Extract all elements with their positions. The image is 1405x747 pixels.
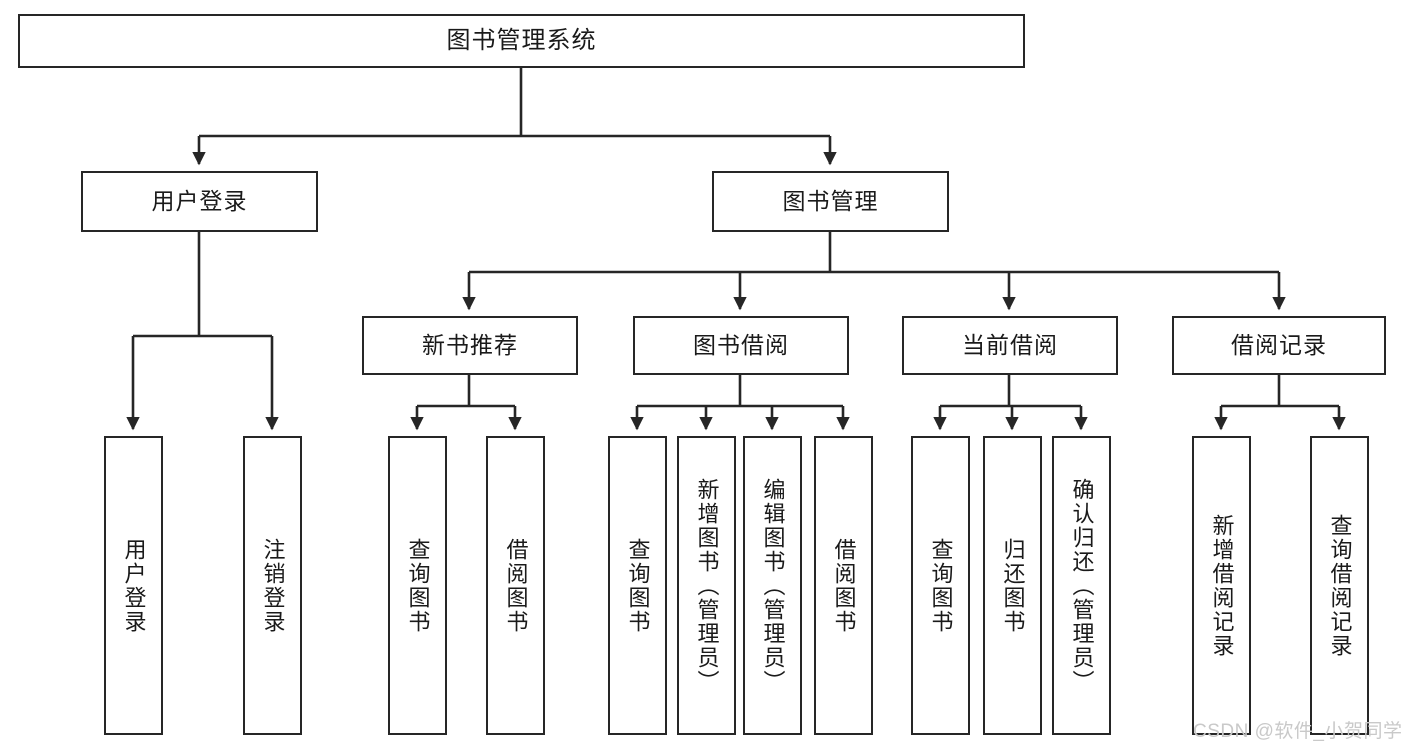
- node-leaf-query-book-2[interactable]: 查询图书: [608, 436, 667, 735]
- node-leaf-logout[interactable]: 注销登录: [243, 436, 302, 735]
- node-root-label: 图书管理系统: [446, 26, 597, 54]
- node-leaf-confirm-return-label: 确认归还（管理员）: [1069, 477, 1095, 694]
- node-new-book-recommend-label: 新书推荐: [422, 331, 518, 358]
- node-user-login[interactable]: 用户登录: [81, 171, 318, 232]
- node-book-management[interactable]: 图书管理: [712, 171, 949, 232]
- node-leaf-query-book-1-label: 查询图书: [405, 537, 431, 634]
- node-leaf-edit-book-label: 编辑图书（管理员）: [760, 477, 786, 694]
- node-book-management-label: 图书管理: [782, 187, 879, 214]
- node-leaf-borrow-book-1-label: 借阅图书: [503, 537, 529, 634]
- node-leaf-edit-book[interactable]: 编辑图书（管理员）: [743, 436, 802, 735]
- node-book-borrow[interactable]: 图书借阅: [633, 316, 849, 375]
- node-leaf-borrow-book-2[interactable]: 借阅图书: [814, 436, 873, 735]
- node-leaf-return-book[interactable]: 归还图书: [983, 436, 1042, 735]
- node-borrow-records-label: 借阅记录: [1231, 331, 1327, 358]
- node-user-login-label: 用户登录: [151, 187, 248, 214]
- node-leaf-query-book-2-label: 查询图书: [625, 537, 651, 634]
- node-leaf-borrow-book-1[interactable]: 借阅图书: [486, 436, 545, 735]
- node-root[interactable]: 图书管理系统: [18, 14, 1025, 68]
- node-leaf-logout-label: 注销登录: [260, 537, 286, 634]
- node-leaf-add-book[interactable]: 新增图书（管理员）: [677, 436, 736, 735]
- node-current-borrow[interactable]: 当前借阅: [902, 316, 1118, 375]
- node-leaf-return-book-label: 归还图书: [1000, 537, 1026, 634]
- node-leaf-borrow-book-2-label: 借阅图书: [831, 537, 857, 634]
- node-leaf-user-login-label: 用户登录: [121, 537, 147, 634]
- node-borrow-records[interactable]: 借阅记录: [1172, 316, 1386, 375]
- node-current-borrow-label: 当前借阅: [962, 331, 1058, 358]
- node-leaf-user-login[interactable]: 用户登录: [104, 436, 163, 735]
- node-book-borrow-label: 图书借阅: [693, 331, 789, 358]
- node-leaf-query-book-1[interactable]: 查询图书: [388, 436, 447, 735]
- node-leaf-add-record-label: 新增借阅记录: [1209, 513, 1235, 658]
- node-leaf-query-book-3[interactable]: 查询图书: [911, 436, 970, 735]
- node-leaf-query-record[interactable]: 查询借阅记录: [1310, 436, 1369, 735]
- node-leaf-query-book-3-label: 查询图书: [928, 537, 954, 634]
- node-leaf-add-record[interactable]: 新增借阅记录: [1192, 436, 1251, 735]
- node-leaf-add-book-label: 新增图书（管理员）: [694, 477, 720, 694]
- node-new-book-recommend[interactable]: 新书推荐: [362, 316, 578, 375]
- csdn-watermark: CSDN @软件_小贺同学: [1193, 721, 1403, 742]
- node-leaf-query-record-label: 查询借阅记录: [1327, 513, 1353, 658]
- node-leaf-confirm-return[interactable]: 确认归还（管理员）: [1052, 436, 1111, 735]
